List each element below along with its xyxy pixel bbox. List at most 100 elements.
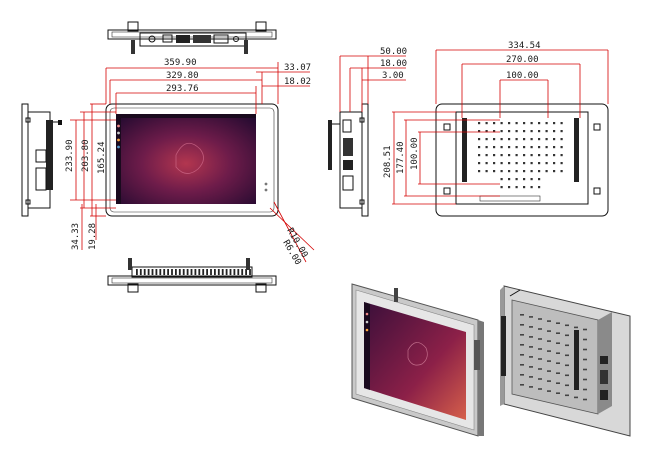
vent-hole: [545, 154, 548, 157]
front-view: [105, 103, 279, 217]
vent-slot: [151, 269, 154, 275]
vent-slot: [194, 269, 197, 275]
vent-slot: [556, 322, 560, 324]
vent-hole: [500, 122, 503, 125]
vent-hole: [515, 146, 518, 149]
back-view: [435, 103, 609, 217]
dim-front-width-inner: 293.76: [166, 84, 199, 94]
vent-hole: [530, 154, 533, 157]
vent-hole: [545, 130, 548, 133]
vent-hole: [485, 130, 488, 133]
vent-slot: [538, 358, 542, 360]
vent-hole: [485, 162, 488, 165]
vent-slot: [143, 269, 146, 275]
vent-hole: [500, 186, 503, 189]
vent-slot: [547, 390, 551, 392]
vent-slot: [529, 366, 533, 368]
vent-hole: [508, 186, 511, 189]
vent-hole: [500, 138, 503, 141]
vent-hole: [523, 130, 526, 133]
vent-hole: [493, 162, 496, 165]
vent-hole: [523, 122, 526, 125]
vent-slot: [147, 269, 150, 275]
vent-slot: [529, 356, 533, 358]
vent-hole: [553, 170, 556, 173]
iso-back-render: [500, 285, 631, 437]
vent-hole: [538, 138, 541, 141]
vent-slot: [547, 370, 551, 372]
vent-hole: [508, 122, 511, 125]
iso-front-render: [351, 283, 484, 437]
vent-hole: [500, 178, 503, 181]
vent-hole: [493, 138, 496, 141]
vent-hole: [485, 154, 488, 157]
vent-slot: [583, 378, 587, 381]
vent-hole: [523, 162, 526, 165]
vent-hole: [515, 138, 518, 141]
vent-slot: [565, 354, 569, 357]
vent-hole: [478, 170, 481, 173]
vent-hole: [478, 146, 481, 149]
vent-slot: [520, 354, 524, 356]
vent-hole: [493, 130, 496, 133]
vent-slot: [529, 316, 533, 318]
dim-front-width-mid: 329.80: [166, 71, 199, 81]
vent-slot: [529, 386, 533, 388]
vent-slot: [155, 269, 158, 275]
vent-hole: [508, 130, 511, 133]
vent-slot: [163, 269, 166, 275]
vent-slot: [583, 388, 587, 391]
vent-slot: [538, 378, 542, 380]
vent-slot: [167, 269, 169, 275]
side-dimension-lines: [339, 55, 406, 112]
vent-slot: [556, 332, 560, 334]
vent-hole: [538, 170, 541, 173]
vent-hole: [553, 130, 556, 133]
vent-hole: [560, 122, 563, 125]
vent-hole: [485, 146, 488, 149]
vent-slot: [574, 396, 578, 399]
vent-hole: [538, 154, 541, 157]
vent-hole: [485, 138, 488, 141]
vent-hole: [493, 122, 496, 125]
back-dimension-labels: 334.54 270.00 100.00 208.51 177.40 100.0…: [383, 41, 541, 178]
vent-slot: [574, 326, 578, 329]
vent-slot: [547, 340, 551, 342]
dim-side-depth-total: 50.00: [380, 47, 407, 57]
vent-hole: [515, 170, 518, 173]
dim-side-depth-mid: 18.00: [380, 59, 407, 69]
vent-hole: [523, 146, 526, 149]
vent-slot: [583, 328, 587, 331]
vent-hole: [553, 138, 556, 141]
vent-slot: [520, 344, 524, 346]
vent-slot: [520, 364, 524, 366]
front-dimension-lines: [70, 62, 315, 263]
vent-slot: [241, 269, 244, 275]
vent-slot: [565, 394, 569, 397]
vent-hole: [500, 162, 503, 165]
dim-front-right-offset-inner: 18.02: [284, 77, 311, 87]
vent-hole: [508, 138, 511, 141]
vent-slot: [538, 368, 542, 370]
vent-slot: [139, 269, 142, 275]
vent-slot: [565, 374, 569, 377]
vent-slot: [202, 269, 205, 275]
vent-hole: [530, 162, 533, 165]
vent-slot: [565, 364, 569, 367]
vent-hole: [523, 138, 526, 141]
vent-hole: [545, 122, 548, 125]
vent-slot: [136, 269, 138, 275]
vent-slot: [190, 269, 193, 275]
vent-slot: [583, 338, 587, 341]
vent-slot: [520, 314, 524, 316]
vent-hole: [478, 162, 481, 165]
vent-slot: [556, 362, 560, 364]
vent-hole: [508, 170, 511, 173]
vent-slot: [210, 269, 212, 275]
vent-hole: [530, 186, 533, 189]
vent-slot: [538, 348, 542, 350]
vent-hole: [478, 130, 481, 133]
vent-hole: [538, 122, 541, 125]
vent-slot: [565, 334, 569, 337]
vent-slot: [520, 384, 524, 386]
